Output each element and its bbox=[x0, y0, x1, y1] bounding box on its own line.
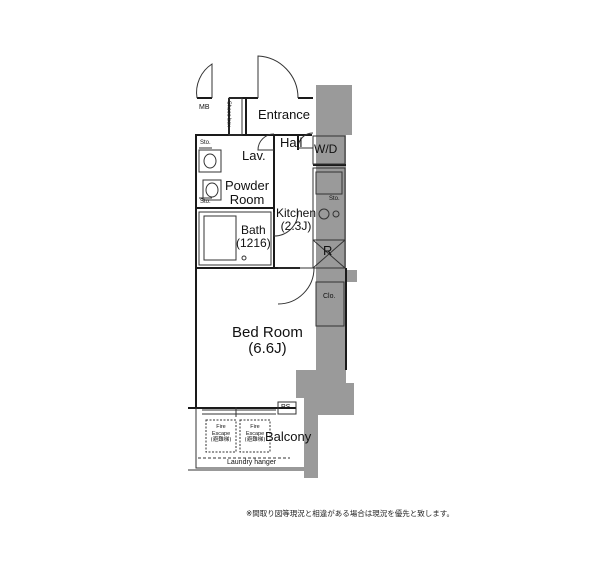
fixture-lines bbox=[188, 97, 346, 471]
bedroom-label: Bed Room (6.6J) bbox=[232, 324, 303, 358]
powder-room-label-line1: Powder bbox=[225, 178, 270, 193]
entrance-label: Entrance bbox=[258, 107, 311, 122]
storage-label-kitchen: Sto. bbox=[329, 196, 340, 202]
bath-label-line1: Bath bbox=[241, 223, 266, 237]
laundry-hanger-label: Laundry hanger bbox=[227, 459, 277, 466]
powder-room-label-line2: Room bbox=[229, 192, 265, 208]
fire-escape-right-label: Fire Escape (避難梯) bbox=[241, 424, 269, 444]
pipe-space-label: PS bbox=[281, 404, 291, 411]
hall-label: Hall bbox=[280, 135, 303, 150]
powder-room-label: Powder Room bbox=[225, 178, 270, 208]
meter-box-label: MB bbox=[199, 104, 210, 111]
bedroom-label-line1: Bed Room bbox=[232, 324, 303, 341]
fire-escape-left-line3: (避難梯) bbox=[210, 437, 232, 444]
kitchen-label-line2: (2.3J) bbox=[280, 218, 312, 233]
balcony-label: Balcony bbox=[265, 429, 312, 444]
washer-dryer-label: W/D bbox=[314, 142, 338, 156]
lavatory-label: Lav. bbox=[242, 148, 266, 163]
fire-escape-left-label: Fire Escape (避難梯) bbox=[207, 424, 235, 444]
bath-label-line2: (1216) bbox=[236, 235, 271, 250]
storage-label-lower: Sto. bbox=[200, 199, 211, 205]
kitchen-label-line1: Kitchen bbox=[276, 206, 317, 220]
closet-label: Clo. bbox=[323, 293, 336, 300]
fire-escape-right-line3: (避難梯) bbox=[244, 437, 266, 444]
refrigerator-label: R bbox=[323, 243, 333, 258]
fire-escape-left-line1: Fire bbox=[216, 424, 226, 430]
bath-label: Bath (1216) bbox=[236, 224, 271, 250]
bedroom-label-line2: (6.6J) bbox=[248, 340, 287, 358]
fire-escape-right-line2: Escape bbox=[245, 430, 265, 437]
kitchen-label: Kitchen (2.3J) bbox=[276, 207, 316, 233]
door-swings bbox=[196, 55, 315, 305]
fire-escape-left-line2: Escape bbox=[211, 430, 231, 437]
shoes-box-label: Shoes box bbox=[225, 101, 232, 127]
disclaimer-footnote: ※間取り図等現況と相違がある場合は現況を優先と致します。 bbox=[246, 509, 455, 518]
fire-escape-right-line1: Fire bbox=[250, 424, 260, 430]
storage-label-upper: Sto. bbox=[200, 140, 211, 146]
